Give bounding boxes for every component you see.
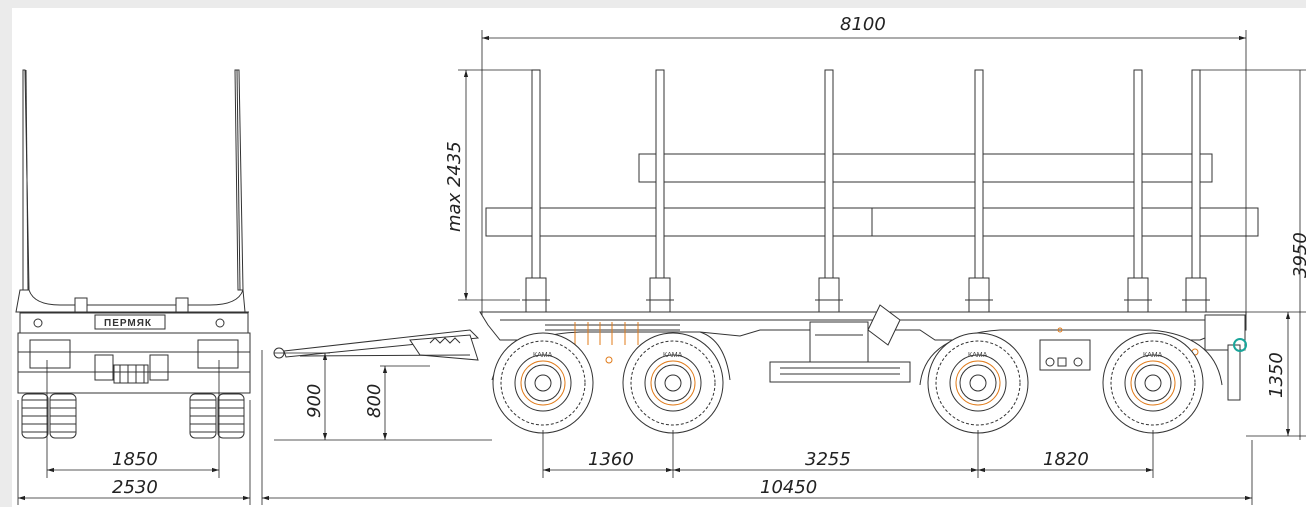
coupling-hook-teal bbox=[1233, 338, 1247, 352]
brand-plate-text: ПЕРМЯК bbox=[104, 318, 152, 329]
wheel-3 bbox=[927, 332, 1029, 434]
dim-drawbar-height: 900 bbox=[304, 384, 325, 418]
dim-stake-height: max 2435 bbox=[444, 141, 465, 232]
dim-overall-width: 2530 bbox=[112, 477, 158, 498]
dim-axle-spacing-front: 1360 bbox=[588, 449, 634, 470]
tyre-brand-1: КАМА bbox=[533, 352, 553, 359]
log-upper bbox=[638, 153, 1213, 183]
wheel-hub-accents bbox=[520, 360, 1176, 406]
side-orange-details bbox=[574, 322, 1199, 364]
front-view-dimensions bbox=[17, 360, 251, 505]
front-view bbox=[15, 69, 251, 439]
front-right-wheels bbox=[189, 393, 245, 439]
dim-overall-length: 10450 bbox=[760, 477, 817, 498]
side-view-dimensions bbox=[261, 30, 1306, 505]
dim-axle-spacing-rear: 1820 bbox=[1043, 449, 1089, 470]
front-left-wheels bbox=[21, 393, 77, 439]
dim-coupling-height: 800 bbox=[364, 384, 385, 418]
wheel-1 bbox=[492, 332, 594, 434]
drawbar bbox=[273, 329, 480, 361]
front-lower-body bbox=[17, 332, 251, 394]
dim-platform-height: 1350 bbox=[1266, 352, 1287, 398]
front-left-stake bbox=[22, 69, 30, 291]
dim-bogie-spacing: 3255 bbox=[805, 449, 851, 470]
side-wheels bbox=[492, 332, 1204, 434]
brand-plate-frame bbox=[94, 314, 166, 330]
tyre-brand-4: КАМА bbox=[1143, 352, 1163, 359]
tyre-brand-2: КАМА bbox=[663, 352, 683, 359]
tyre-brand-3: КАМА bbox=[968, 352, 988, 359]
wheel-4 bbox=[1102, 332, 1204, 434]
wheel-2 bbox=[622, 332, 724, 434]
dim-total-height: 3950 bbox=[1290, 232, 1306, 278]
toolbox bbox=[809, 321, 869, 363]
dim-body-length: 8100 bbox=[840, 14, 886, 35]
dim-track-width: 1850 bbox=[112, 449, 158, 470]
front-stake-bracket bbox=[74, 297, 88, 313]
